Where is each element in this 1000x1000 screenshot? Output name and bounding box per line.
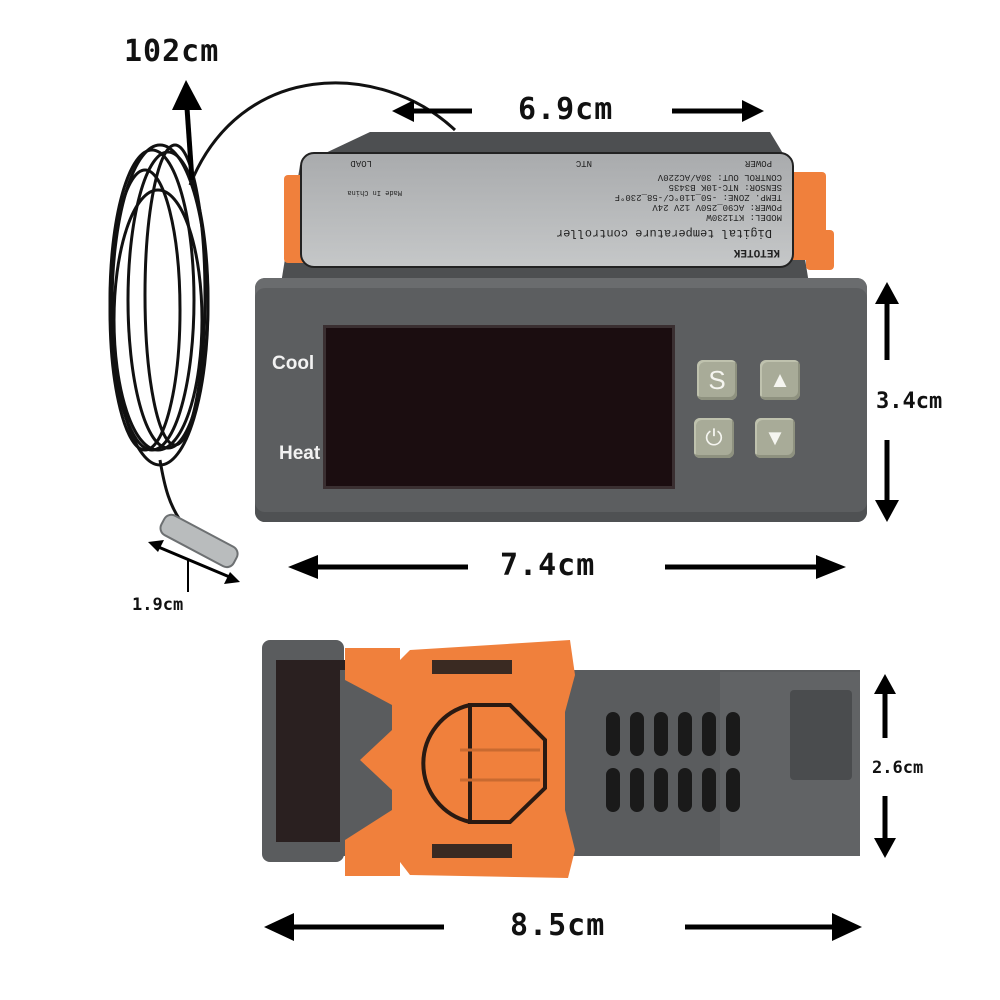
terminal-load: LOAD	[350, 158, 372, 168]
brand-logo-text: KETOTEK	[733, 246, 780, 258]
probe-length-arrow-icon	[148, 540, 240, 592]
plate-made-in: Made In China	[347, 188, 402, 196]
spec-label-plate: KETOTEK Digital temperature controller M…	[300, 152, 794, 268]
terminal-ntc: NTC	[575, 158, 592, 168]
cable-length-arrow-icon	[172, 80, 202, 181]
side-length-arrows-icon	[264, 913, 862, 941]
plate-title: Digital temperature controller	[555, 226, 772, 240]
plate-sensor: SENSOR: NTC-10K B3435	[668, 182, 782, 192]
top-width-arrows-icon	[392, 100, 764, 122]
front-width-label: 7.4cm	[500, 548, 596, 583]
up-button[interactable]: ▲	[760, 360, 800, 400]
top-width-label: 6.9cm	[518, 92, 614, 127]
plate-control-out: CONTROL OUT: 30A/AC220V	[657, 172, 782, 182]
sensor-cable-coil	[108, 81, 457, 521]
probe-length-label: 1.9cm	[132, 595, 184, 615]
plate-temp-zone: TEMP. ZONE: -50_110°C/-58_230°F	[614, 192, 782, 202]
front-width-arrows-icon	[288, 555, 846, 579]
controller-side-view	[262, 640, 860, 878]
front-height-arrows-icon	[875, 282, 899, 522]
down-button[interactable]: ▼	[755, 418, 795, 458]
plate-model: MODEL: KT1230W	[706, 212, 782, 222]
cable-length-label: 102cm	[124, 34, 220, 69]
plate-power: POWER: AC90_250V 12V 24V	[652, 202, 782, 212]
front-height-label: 3.4cm	[876, 389, 943, 414]
heat-indicator-label: Heat	[279, 443, 321, 464]
side-height-arrows-icon	[874, 674, 896, 858]
led-display	[323, 325, 675, 489]
temperature-probe	[159, 513, 239, 569]
set-button[interactable]: S	[697, 360, 737, 400]
side-length-label: 8.5cm	[510, 908, 606, 943]
power-button[interactable]: ⏻	[694, 418, 734, 458]
terminal-power: POWER	[744, 158, 772, 168]
side-height-label: 2.6cm	[872, 758, 924, 778]
cool-indicator-label: Cool	[272, 353, 315, 374]
